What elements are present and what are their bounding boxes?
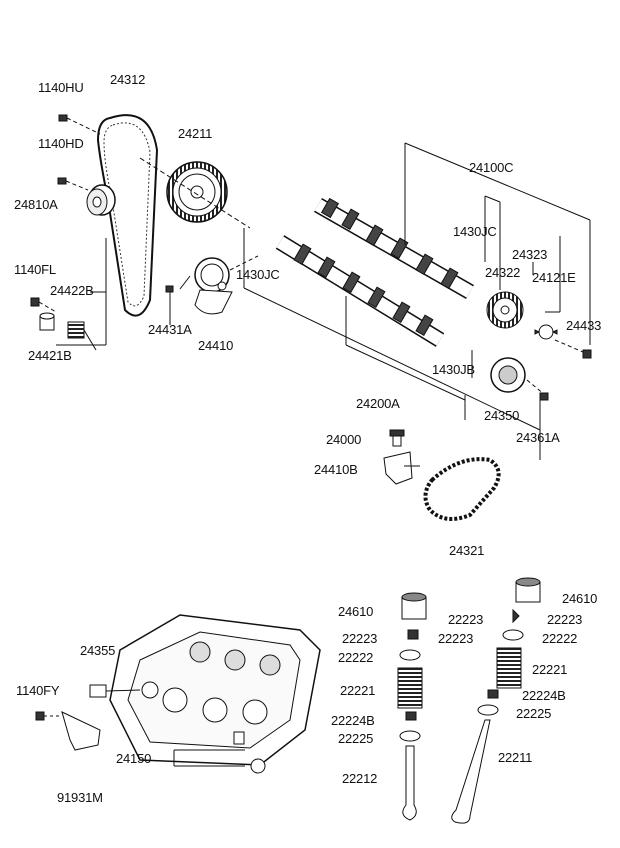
label-24312: 24312 [110,72,146,87]
label-24200a: 24200A [356,396,400,411]
label-22224b-left: 22224B [331,713,375,728]
timing-chain-drawing [423,457,501,521]
label-1430jc-upper: 1430JC [453,224,497,239]
label-22222-right: 22222 [542,631,578,646]
bolt-1140hu-drawing [58,114,101,135]
label-24350: 24350 [484,408,520,423]
label-1430jb: 1430JB [432,362,475,377]
label-22224b-right: 22224B [522,688,566,703]
label-1430jc-lower: 1430JC [236,267,280,282]
label-24355: 24355 [80,643,116,658]
label-24410b: 24410B [314,462,358,477]
label-22211: 22211 [498,750,533,765]
camshaft-lower-drawing [275,235,445,347]
chain-tensioner-drawing [383,429,420,485]
camshaft-upper-drawing [314,197,474,299]
small-gear-drawing [534,324,592,359]
label-24000: 24000 [326,432,362,447]
label-24610-right: 24610 [562,591,598,606]
label-24610-left: 24610 [338,604,374,619]
label-22223-la: 22223 [342,631,378,646]
label-22221-left: 22221 [340,683,376,698]
cam-gear-drawing [486,291,524,329]
label-22212: 22212 [342,771,378,786]
label-1140fy: 1140FY [16,683,60,698]
spring-assembly-drawing [30,238,107,351]
cvvt-unit-drawing [490,357,549,401]
label-24321: 24321 [449,543,485,558]
label-24422b: 24422B [50,283,94,298]
label-24121e: 24121E [532,270,576,285]
valve-train-right-drawing [451,577,541,824]
label-1140hu: 1140HU [38,80,84,95]
label-24211: 24211 [178,126,213,141]
label-24421b: 24421B [28,348,72,363]
label-24323: 24323 [512,247,548,262]
idler-pulley-drawing [86,184,116,216]
sensor-bracket-drawing [35,684,266,774]
timing-belt-drawing [96,114,159,317]
label-1140hd: 1140HD [38,136,84,151]
valve-train-left-drawing [397,592,427,821]
label-24410: 24410 [198,338,234,353]
label-24100c: 24100C [469,160,514,175]
tensioner-drawing [179,255,259,315]
label-1140fl: 1140FL [14,262,56,277]
label-91931m: 91931M [57,790,103,805]
bolt-24431a-drawing [165,285,174,325]
label-22223-rb: 22223 [547,612,583,627]
label-24431a: 24431A [148,322,192,337]
label-24433: 24433 [566,318,602,333]
label-24322: 24322 [485,265,521,280]
leader-lines-camshaft [243,142,591,460]
cylinder-head-drawing [109,614,321,766]
label-24810a: 24810A [14,197,58,212]
cam-sprocket-drawing [139,157,251,229]
label-22221-right: 22221 [532,662,568,677]
label-22225-right: 22225 [516,706,552,721]
label-22222-left: 22222 [338,650,374,665]
label-24361a: 24361A [516,430,560,445]
bolt-1140hd-drawing [57,177,89,191]
label-22225-left: 22225 [338,731,374,746]
label-22223-lb: 22223 [438,631,474,646]
label-22223-ra: 22223 [448,612,484,627]
label-24150: 24150 [116,751,152,766]
